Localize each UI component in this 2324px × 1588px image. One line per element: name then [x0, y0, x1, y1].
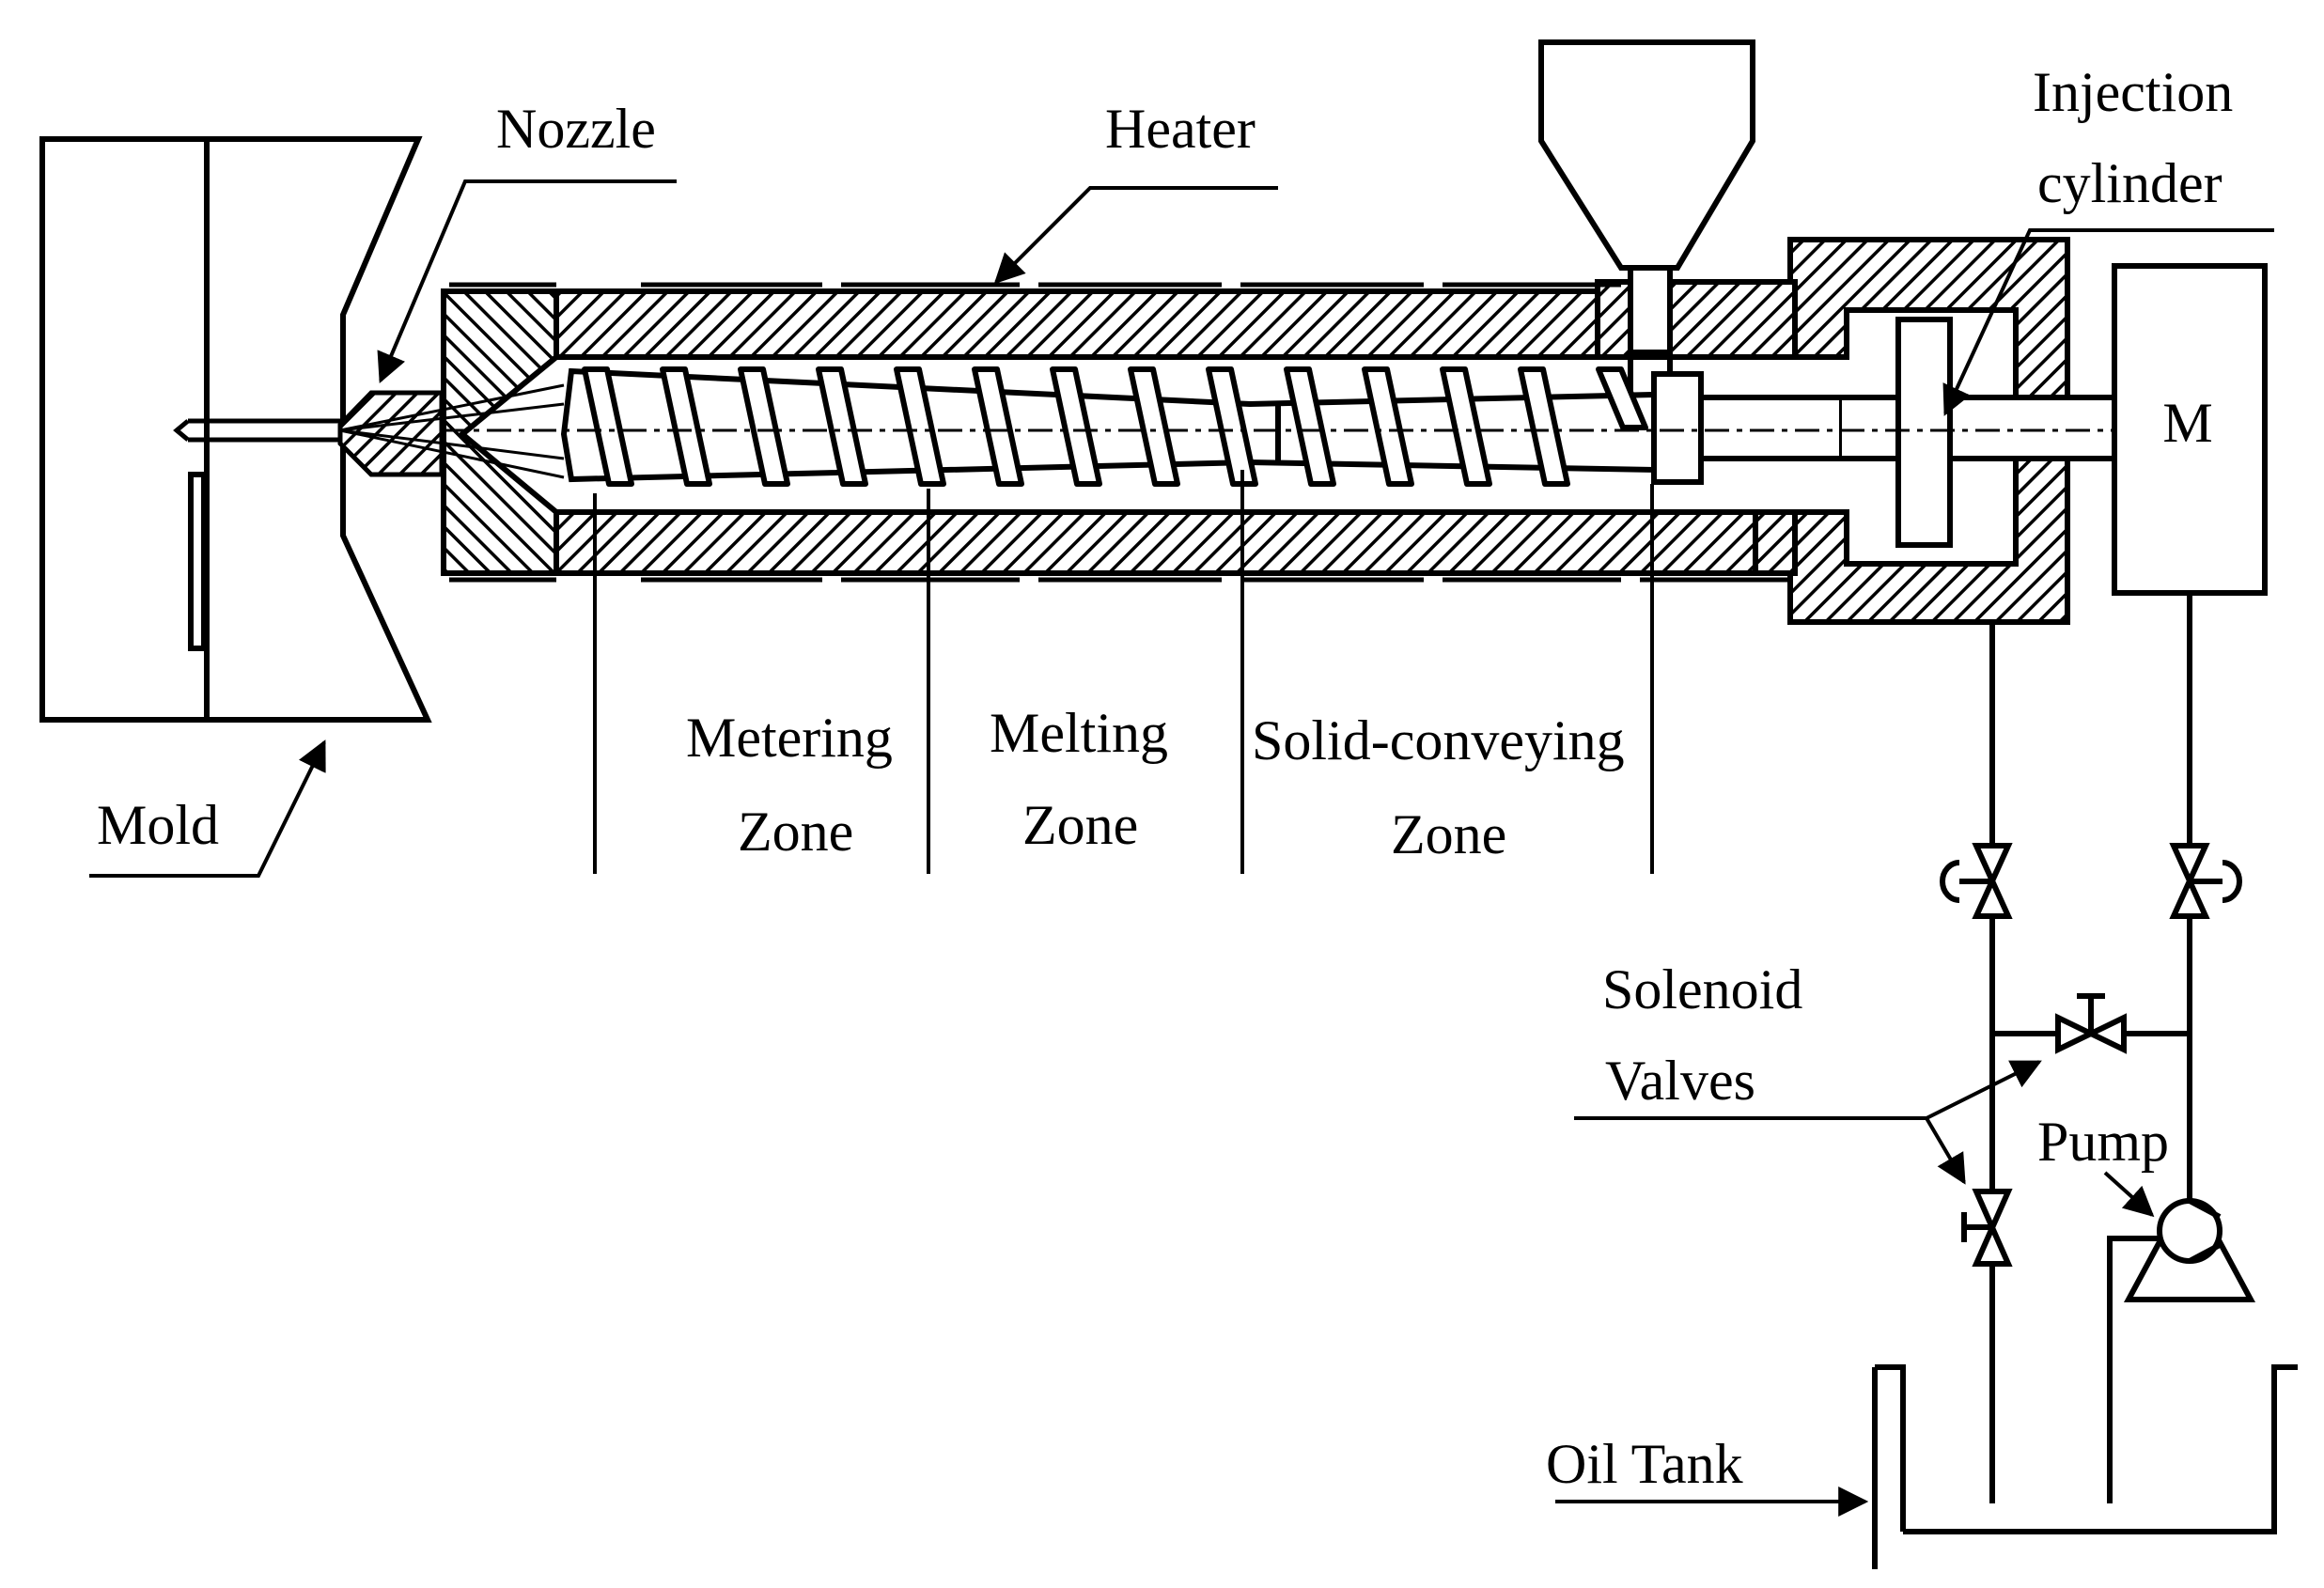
heater-label: Heater	[1105, 98, 1256, 160]
heater-bands	[449, 282, 1790, 583]
nozzle-flow-lines	[339, 383, 565, 479]
mold	[39, 136, 432, 723]
oil-tank	[1872, 1364, 2298, 1569]
oil-tank-label: Oil Tank	[1546, 1433, 1743, 1495]
injection-cylinder-label-line1: Injection	[2033, 61, 2233, 123]
bypass-valve	[2055, 993, 2127, 1054]
motor	[2112, 263, 2268, 596]
hopper	[1538, 39, 1755, 413]
solenoid-valves-label-line2: Valves	[1605, 1050, 1755, 1112]
motor-label: M	[2162, 392, 2212, 454]
zone-dividers	[593, 470, 1654, 874]
solid-conveying-zone-label-line2: Zone	[1391, 803, 1506, 865]
mold-label: Mold	[97, 794, 219, 856]
metering-zone-label-line1: Metering	[686, 707, 893, 769]
pump	[2123, 1198, 2256, 1302]
left-upper-valve	[1940, 843, 2013, 919]
melting-zone-label-line1: Melting	[990, 702, 1168, 764]
melting-zone-label-line2: Zone	[1022, 794, 1138, 856]
right-upper-valve	[2169, 843, 2242, 919]
pump-label: Pump	[2037, 1111, 2169, 1173]
injection-cylinder-label-line2: cylinder	[2037, 152, 2223, 214]
hydraulic-circuit	[1989, 593, 2192, 1503]
solenoid-valves-label-line1: Solenoid	[1602, 958, 1802, 1020]
nozzle-label: Nozzle	[496, 98, 656, 160]
lower-valve	[1961, 1189, 2013, 1267]
leader-lines	[89, 179, 2274, 1517]
screw-flights	[582, 366, 1648, 487]
metering-zone-label-line2: Zone	[738, 801, 853, 863]
solid-conveying-zone-label-line1: Solid-conveying	[1252, 709, 1625, 771]
